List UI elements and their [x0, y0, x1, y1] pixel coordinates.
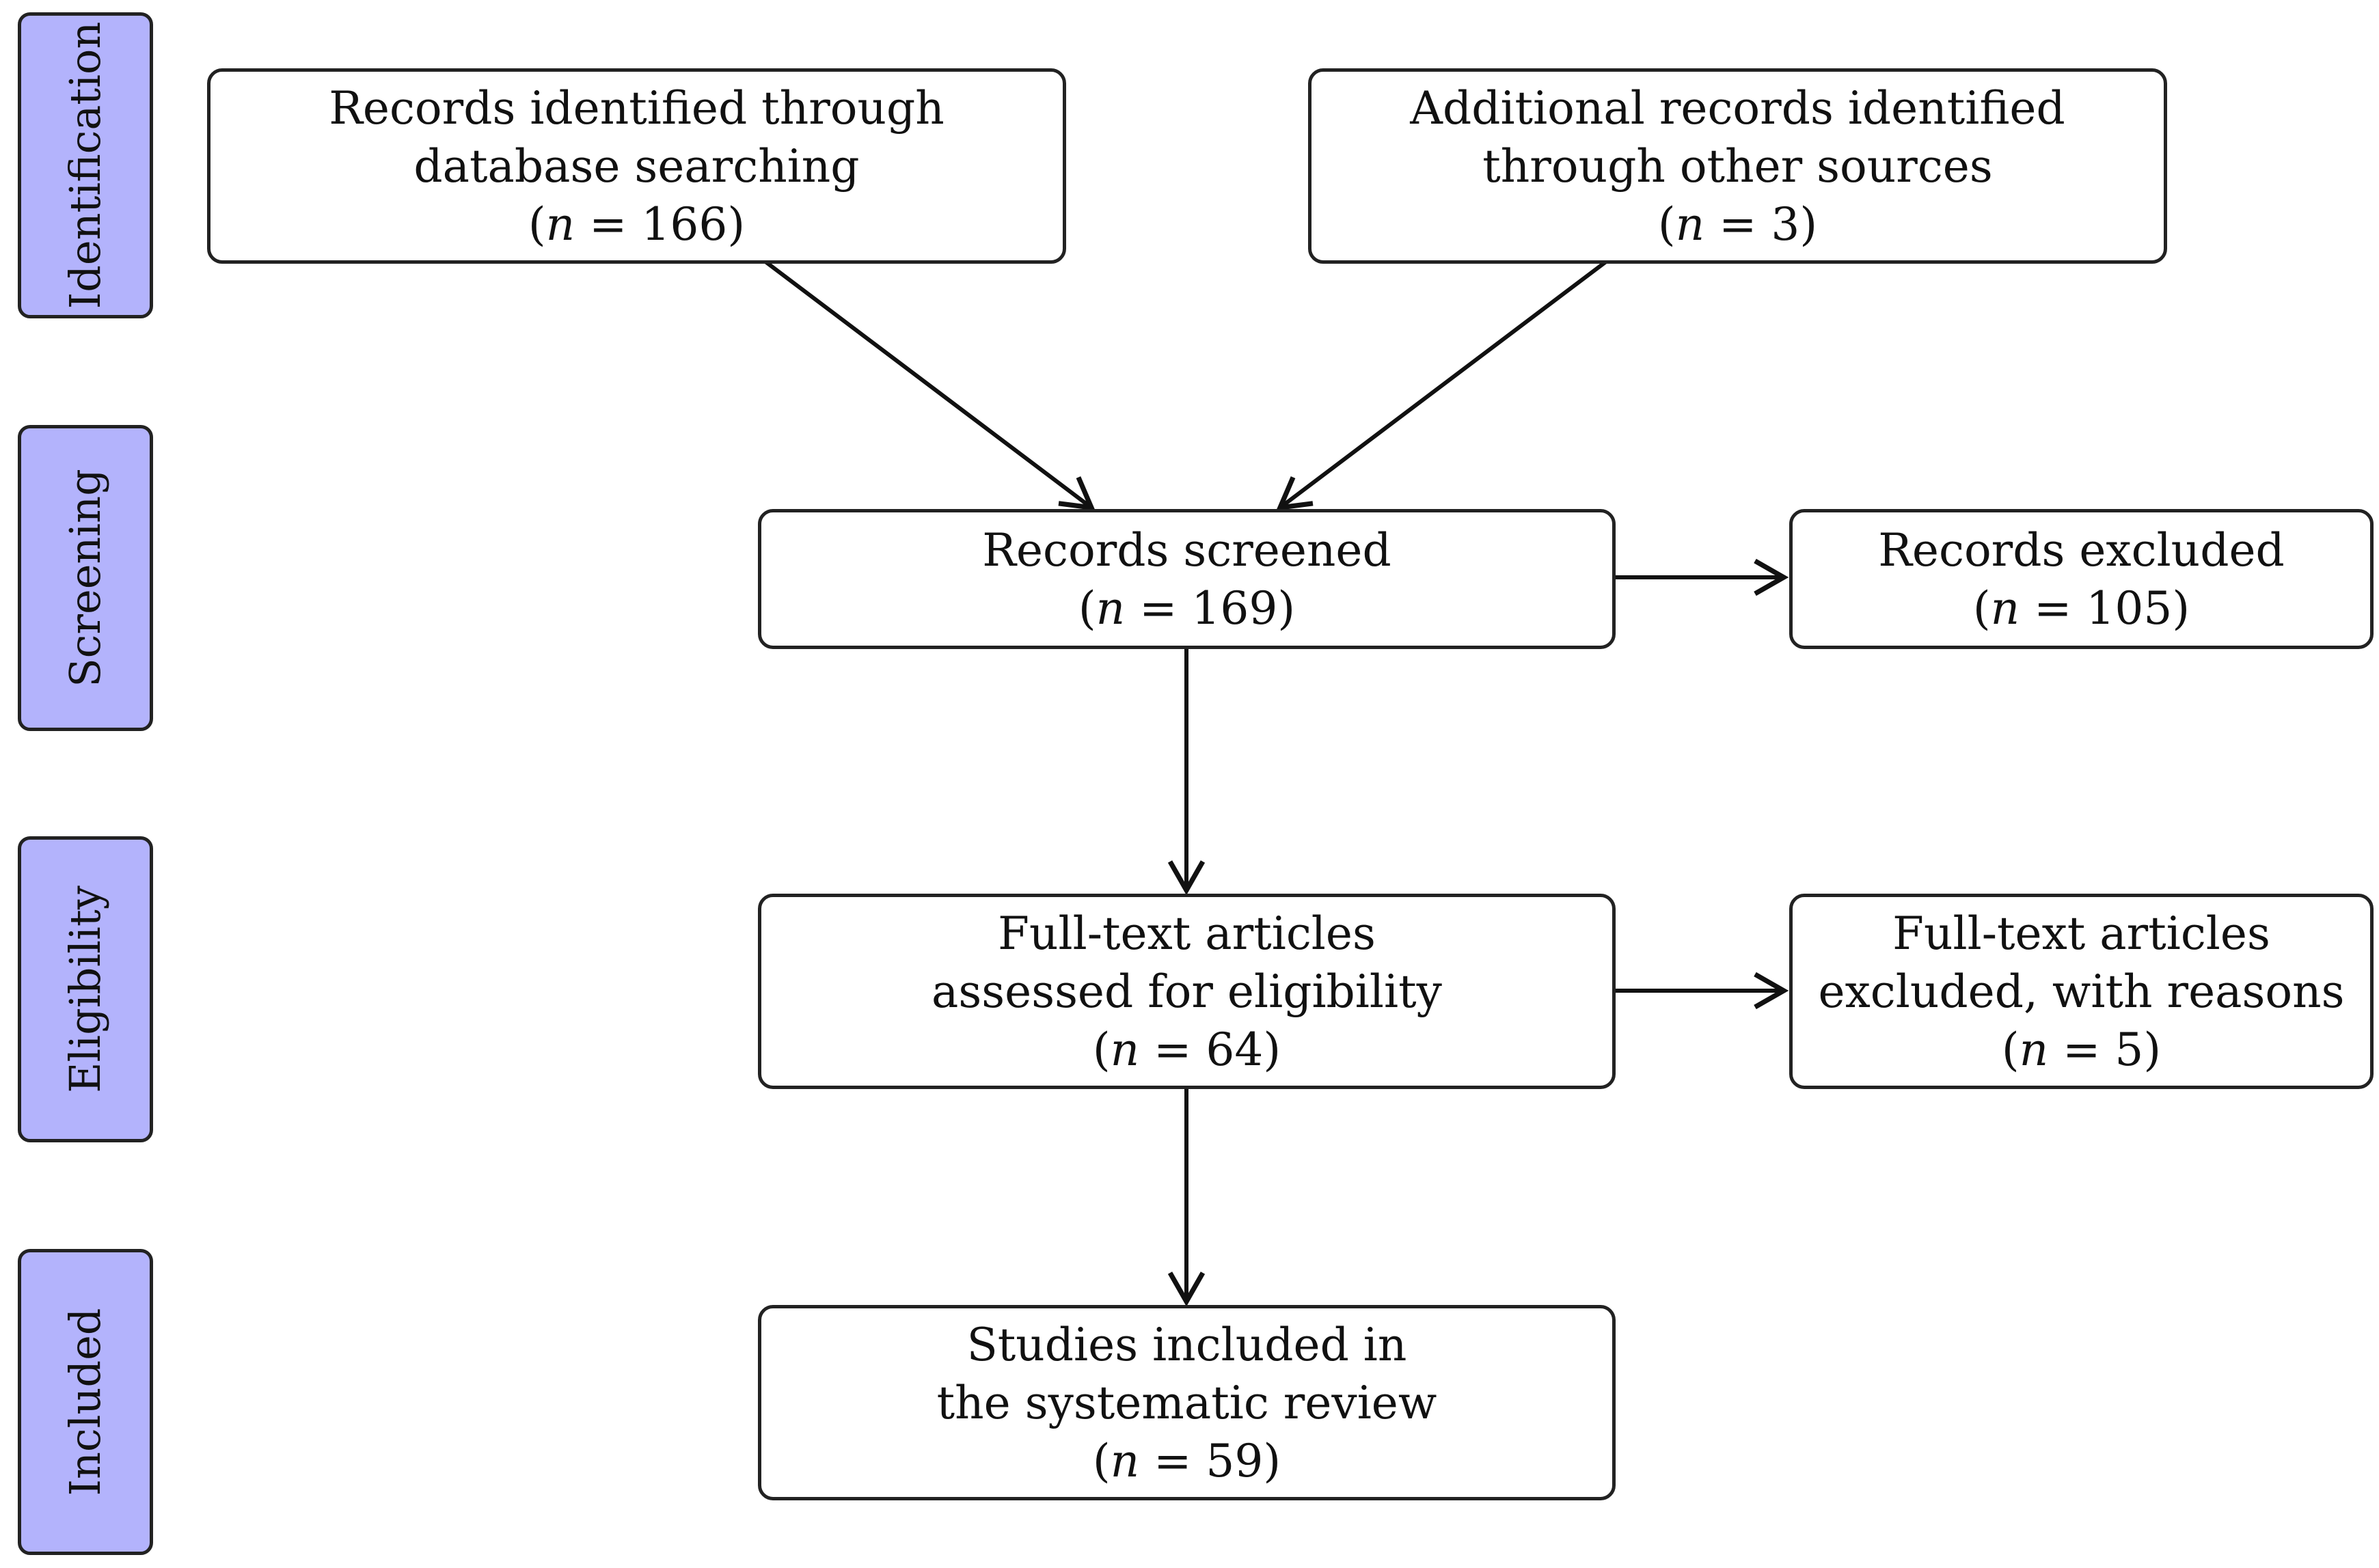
records-excluded-box: Records excluded (n = 105)	[1789, 509, 2374, 649]
records-screened-box: Records screened (n = 169)	[758, 509, 1616, 649]
stage-included: Included	[18, 1249, 153, 1555]
records-screened-count: (n = 169)	[1078, 581, 1296, 635]
studies-included-line1: Studies included in	[966, 1318, 1407, 1371]
other-records-line2: through other sources	[1482, 139, 1993, 193]
records-screened-line1: Records screened	[982, 523, 1391, 577]
other-records-count: (n = 3)	[1657, 197, 1818, 251]
fulltext-excluded-count: (n = 5)	[2001, 1023, 2162, 1076]
arrow-database-to-screened	[764, 260, 1096, 511]
stage-identification: Identification	[18, 12, 153, 318]
studies-included-box: Studies included in the systematic revie…	[758, 1305, 1616, 1500]
records-excluded-line1: Records excluded	[1878, 523, 2285, 577]
database-records-line2: database searching	[413, 139, 860, 193]
fulltext-excluded-box: Full-text articles excluded, with reason…	[1789, 894, 2374, 1089]
arrow-other-to-screened	[1276, 260, 1607, 511]
fulltext-assessed-line1: Full-text articles	[998, 907, 1376, 960]
database-records-count: (n = 166)	[528, 197, 746, 251]
records-excluded-count: (n = 105)	[1972, 581, 2190, 635]
fulltext-assessed-count: (n = 64)	[1092, 1023, 1281, 1076]
other-records-line1: Additional records identified	[1410, 81, 2065, 135]
studies-included-count: (n = 59)	[1092, 1434, 1281, 1487]
fulltext-assessed-box: Full-text articles assessed for eligibil…	[758, 894, 1616, 1089]
stage-eligibility: Eligibility	[18, 836, 153, 1142]
stage-screening: Screening	[18, 425, 153, 731]
database-records-box: Records identified through database sear…	[207, 68, 1066, 264]
fulltext-excluded-line1: Full-text articles	[1892, 907, 2270, 960]
studies-included-line2: the systematic review	[936, 1376, 1437, 1429]
fulltext-assessed-line2: assessed for eligibility	[932, 965, 1442, 1018]
fulltext-excluded-line2: excluded, with reasons	[1818, 965, 2345, 1018]
database-records-line1: Records identified through	[329, 81, 944, 135]
other-records-box: Additional records identified through ot…	[1308, 68, 2167, 264]
